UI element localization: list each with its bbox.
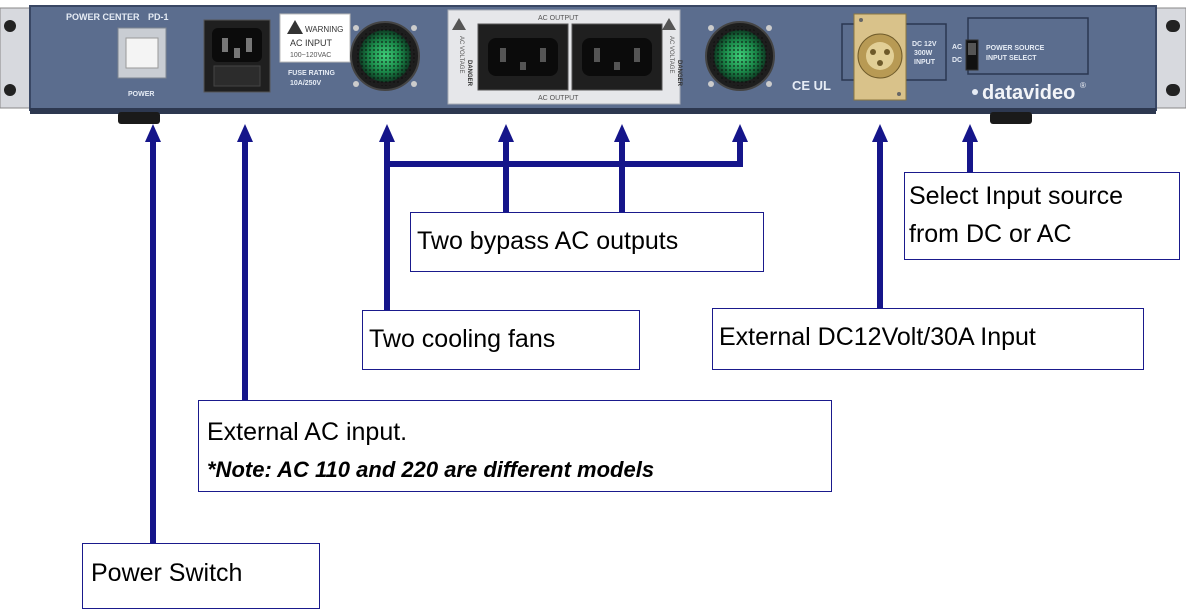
dc-label-line3: INPUT <box>914 59 936 66</box>
callout-ac-input: External AC input. *Note: AC 110 and 220… <box>198 400 832 492</box>
brand-dot-icon <box>972 89 978 95</box>
warning-triangle-icon <box>287 20 303 34</box>
arrowhead-input-select <box>962 124 978 142</box>
input-select-line2: INPUT SELECT <box>986 55 1037 62</box>
warning-line1: AC INPUT <box>290 38 333 48</box>
arrowhead-dc-input <box>872 124 888 142</box>
ac-output-bottom-label: AC OUTPUT <box>538 95 579 102</box>
dc-input-connector[interactable] <box>853 13 907 101</box>
ac-outlet-2[interactable] <box>571 23 663 91</box>
callout-cooling-fans: Two cooling fans <box>362 310 640 370</box>
fuse-line2: 10A/250V <box>290 80 321 87</box>
dc-label-line1: DC 12V <box>912 41 937 48</box>
callout-power-switch-text: Power Switch <box>91 559 243 587</box>
input-select-line1: POWER SOURCE <box>986 45 1045 52</box>
callout-input-select: Select Input source from DC or AC <box>904 172 1180 260</box>
foot-right <box>990 112 1032 124</box>
power-switch[interactable] <box>117 27 167 79</box>
ac-outlet-1[interactable] <box>477 23 569 91</box>
input-select-switch[interactable] <box>965 39 979 71</box>
callout-cooling-fans-text: Two cooling fans <box>369 325 556 353</box>
power-label: POWER <box>128 91 154 98</box>
switch-ac-label: AC <box>952 44 962 51</box>
callout-ac-input-text: External AC input. <box>207 418 408 446</box>
cert-marks: CE UL <box>792 78 831 93</box>
brand-logo: datavideo <box>982 82 1075 104</box>
arrowhead-fan-right <box>732 124 748 142</box>
danger-label-right: DANGER <box>676 60 682 87</box>
ac-voltage-label-right: AC VOLTAGE <box>668 36 674 73</box>
danger-label-left: DANGER <box>466 60 472 87</box>
foot-left <box>118 112 160 124</box>
voltage-warning-left-icon <box>452 18 466 30</box>
callout-bypass-outputs-text: Two bypass AC outputs <box>417 227 679 255</box>
arrowhead-ac-input <box>237 124 253 142</box>
fuse-line1: FUSE RATING <box>288 70 335 77</box>
brand-registered: ® <box>1080 81 1086 90</box>
callout-power-switch: Power Switch <box>82 543 320 609</box>
callout-dc-input: External DC12Volt/30A Input <box>712 308 1144 370</box>
warning-line2: 100~120VAC <box>290 52 331 59</box>
callout-bypass-outputs: Two bypass AC outputs <box>410 212 764 272</box>
arrowhead-fan-left <box>379 124 395 142</box>
cooling-fan-left <box>350 21 420 91</box>
ac-output-top-label: AC OUTPUT <box>538 15 579 22</box>
model-number: PD-1 <box>148 12 169 22</box>
warning-label <box>279 13 351 63</box>
warning-title: WARNING <box>305 25 343 34</box>
voltage-warning-right-icon <box>662 18 676 30</box>
callout-input-select-line1: Select Input source <box>909 182 1124 210</box>
callout-dc-input-text: External DC12Volt/30A Input <box>719 323 1036 351</box>
callout-ac-input-note: *Note: AC 110 and 220 are different mode… <box>207 457 655 482</box>
model-title: POWER CENTER <box>66 12 140 22</box>
arrowhead-outlet-1 <box>498 124 514 142</box>
arrows <box>145 124 978 545</box>
ac-voltage-label-left: AC VOLTAGE <box>458 36 464 73</box>
ac-input-socket[interactable] <box>203 19 271 93</box>
callout-input-select-line2: from DC or AC <box>909 220 1072 248</box>
rack-ear-right <box>1147 7 1186 109</box>
arrowhead-outlet-2 <box>614 124 630 142</box>
dc-label-line2: 300W <box>914 50 933 57</box>
arrowhead-power-switch <box>145 124 161 142</box>
cooling-fan-right <box>705 21 775 91</box>
switch-dc-label: DC <box>952 57 962 64</box>
